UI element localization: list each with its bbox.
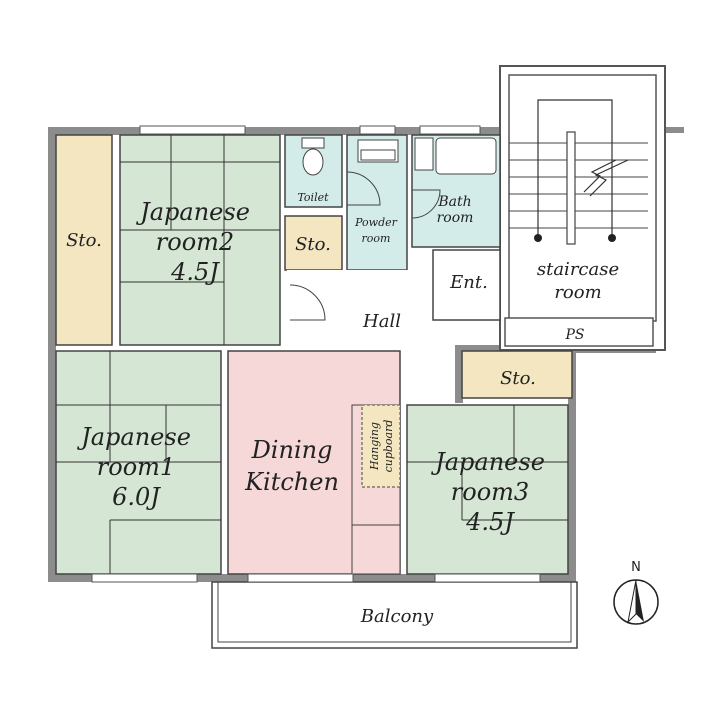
storage-left-label: Sto. [66,230,102,251]
room3-label-line2: room3 [451,478,529,506]
bath-label-line1: Bath [437,194,471,210]
room2-label-line2: room2 [156,228,234,256]
storage-left [55,134,113,346]
japanese-room1 [55,350,222,575]
powder-room-label-line1: Powder [354,216,398,229]
storage-right-label: Sto. [500,368,536,389]
storage-center [284,215,343,271]
room2-label-line1: Japanese [135,198,250,226]
powder-room-label-line2: room [362,232,391,245]
hall-label: Hall [362,311,401,332]
staircase-block [499,65,666,351]
room1-label-line1: Japanese [76,423,191,451]
compass-north-label: N [631,560,641,575]
bath-room [411,134,501,248]
room1-area: 6.0J [112,483,161,511]
hanging-cupboard-line2: cupboard [382,420,395,473]
room3-label-line1: Japanese [430,448,545,476]
hanging-cupboard-line1: Hanging [368,422,381,471]
windows [91,125,541,583]
storage-right [461,350,573,399]
staircase-label-line2: room [554,282,601,303]
toilet-label: Toilet [297,191,329,204]
entrance [432,249,501,321]
dining-label-line2: Kitchen [244,468,339,496]
room3-area: 4.5J [465,508,515,536]
hall [287,270,432,345]
compass [613,579,659,625]
staircase-label-line1: staircase [537,259,619,280]
balcony [211,581,578,649]
japanese-room3 [406,404,569,575]
hanging-cupboard-label: Hanging cupboard [368,420,395,473]
storage-center-label: Sto. [295,234,331,255]
japanese-room2 [119,134,281,346]
balcony-label: Balcony [360,606,434,627]
ps-label: PS [564,327,584,343]
bath-label-line2: room [437,210,474,226]
dining-label-line1: Dining [251,436,333,464]
toilet-room [284,134,343,208]
entrance-label: Ent. [449,272,488,293]
dining-kitchen [227,350,401,575]
room2-area: 4.5J [170,258,220,286]
powder-room [346,134,408,271]
room1-label-line2: room1 [97,453,175,481]
